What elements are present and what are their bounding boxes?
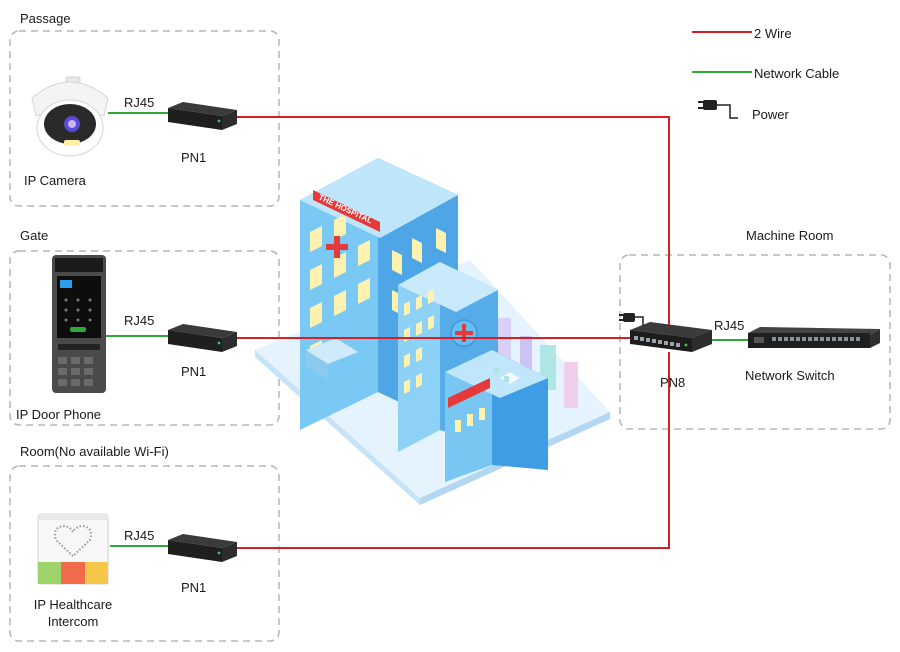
ip-door-phone-device [52,255,106,393]
two-wire-bottom [235,352,670,549]
zone-passage-box [9,30,280,207]
network-switch-label: Network Switch [745,368,835,383]
ip-healthcare-intercom-device [37,513,109,585]
zone-room-label: Room(No available Wi-Fi) [20,444,169,459]
pn8-power-plug-icon [619,313,644,326]
ip-healthcare-label-line2: Intercom [47,614,99,629]
hospital-building: THE HOSPITAL [255,158,610,505]
zone-gate-label: Gate [20,228,49,243]
zone-room-box [9,465,280,642]
zone-machine-room-label: Machine Room [746,228,834,243]
ip-camera-device [31,76,109,157]
zone-passage-label: Passage [20,11,71,26]
pn8-device [630,322,712,352]
ip-healthcare-label-line1: IP Healthcare [33,597,113,612]
pn1-bottom-label: PN1 [181,580,207,595]
rj45-switch-label: RJ45 [714,318,745,333]
rj45-mid-label: RJ45 [124,313,155,328]
pn1-top-device [168,102,237,130]
two-wire-top [235,116,670,340]
pn1-bottom-device [168,534,237,562]
two-wire-lines [235,116,670,549]
rj45-top-label: RJ45 [124,95,155,110]
zone-machine-room-box [619,254,891,430]
ip-camera-label: IP Camera [24,173,86,188]
legend-power-label: Power [752,107,789,122]
pn1-mid-label: PN1 [181,364,207,379]
zone-gate-box [9,250,280,426]
legend-network-cable-label: Network Cable [754,66,840,81]
network-switch-device [748,327,880,348]
legend-two-wire-label: 2 Wire [754,26,792,41]
ip-door-phone-label: IP Door Phone [16,407,102,422]
pn1-top-label: PN1 [181,150,207,165]
network-cable-lines [106,112,748,547]
pn8-label: PN8 [660,375,686,390]
legend-power-plug-icon [698,100,738,119]
rj45-bottom-label: RJ45 [124,528,155,543]
pn1-mid-device [168,324,237,352]
